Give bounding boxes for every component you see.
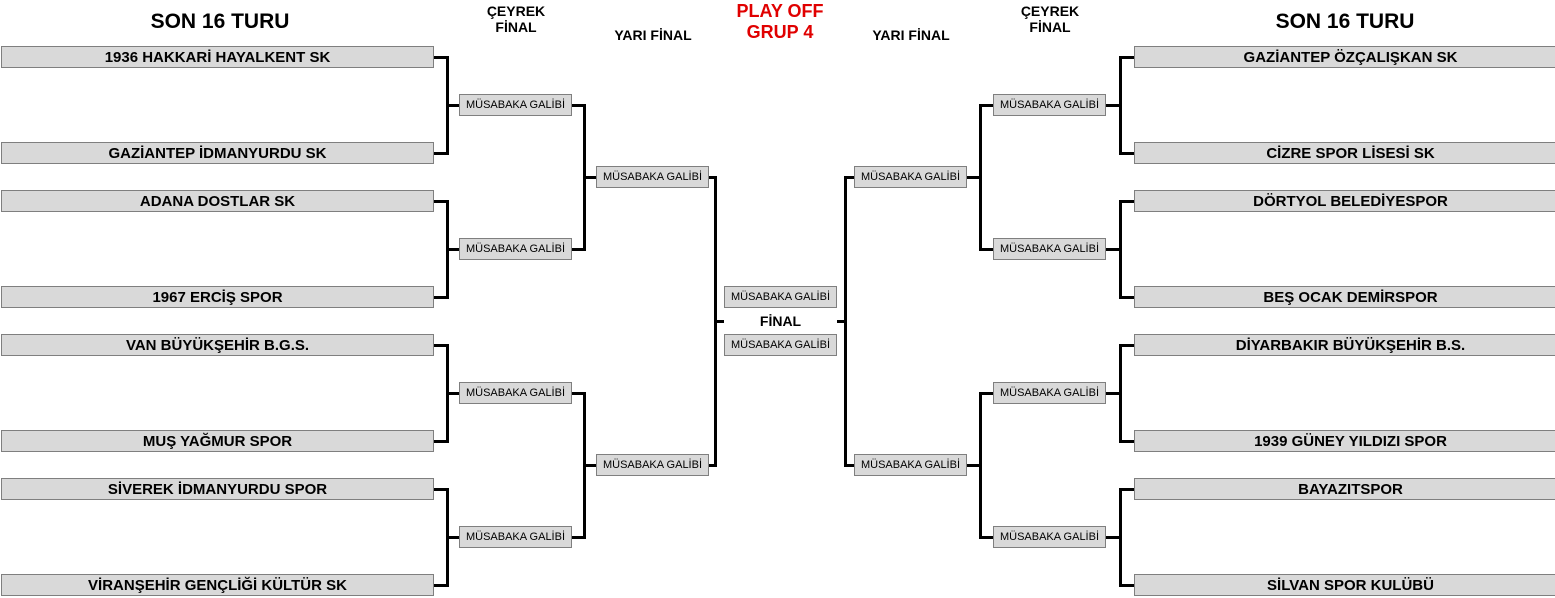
connector-line	[446, 392, 459, 395]
left-sf-winner-2: MÜSABAKA GALİBİ	[596, 454, 709, 476]
right-team-1: GAZİANTEP ÖZÇALIŞKAN SK	[1134, 46, 1555, 68]
right-qf-winner-2: MÜSABAKA GALİBİ	[993, 238, 1106, 260]
connector-line	[837, 320, 845, 323]
right-round-of-16-header: SON 16 TURU	[1275, 10, 1415, 33]
right-team-7: BAYAZITSPOR	[1134, 478, 1555, 500]
final-winner-left: MÜSABAKA GALİBİ	[724, 286, 837, 308]
connector-line	[1121, 440, 1134, 443]
right-qf-winner-4: MÜSABAKA GALİBİ	[993, 526, 1106, 548]
connector-line	[1119, 200, 1122, 299]
connector-line	[1106, 104, 1120, 107]
left-sf-winner-1: MÜSABAKA GALİBİ	[596, 166, 709, 188]
connector-line	[434, 200, 448, 203]
connector-line	[1121, 488, 1134, 491]
connector-line	[434, 440, 448, 443]
connector-line	[434, 344, 448, 347]
right-sf-winner-2: MÜSABAKA GALİBİ	[854, 454, 967, 476]
connector-line	[1121, 200, 1134, 203]
connector-line	[1106, 248, 1120, 251]
right-team-8: SİLVAN SPOR KULÜBÜ	[1134, 574, 1555, 596]
connector-line	[1119, 56, 1122, 155]
left-quarterfinal-header: ÇEYREK FİNAL	[466, 3, 566, 35]
connector-line	[709, 176, 716, 179]
left-qf-winner-1: MÜSABAKA GALİBİ	[459, 94, 572, 116]
connector-line	[572, 536, 585, 539]
final-winner-right: MÜSABAKA GALİBİ	[724, 334, 837, 356]
right-qf-winner-3: MÜSABAKA GALİBİ	[993, 382, 1106, 404]
left-semifinal-header: YARI FİNAL	[614, 27, 692, 43]
connector-line	[1121, 584, 1134, 587]
left-team-2: GAZİANTEP İDMANYURDU SK	[1, 142, 434, 164]
bracket-title: PLAY OFF GRUP 4	[720, 1, 840, 42]
title-line2: GRUP 4	[746, 21, 814, 42]
connector-line	[981, 392, 993, 395]
right-qf-line2: FİNAL	[1029, 19, 1071, 36]
connector-line	[434, 296, 448, 299]
left-round-of-16-header: SON 16 TURU	[150, 10, 290, 33]
right-semifinal-header: YARI FİNAL	[872, 27, 950, 43]
left-qf-winner-2: MÜSABAKA GALİBİ	[459, 238, 572, 260]
connector-line	[572, 104, 585, 107]
connector-line	[434, 56, 448, 59]
connector-line	[846, 464, 854, 467]
right-quarterfinal-header: ÇEYREK FİNAL	[1000, 3, 1100, 35]
connector-line	[967, 464, 980, 467]
connector-line	[1121, 296, 1134, 299]
right-sf-winner-1: MÜSABAKA GALİBİ	[854, 166, 967, 188]
connector-line	[446, 536, 459, 539]
connector-line	[583, 176, 596, 179]
right-team-3: DÖRTYOL BELEDİYESPOR	[1134, 190, 1555, 212]
final-label: FİNAL	[759, 313, 802, 329]
left-qf-line2: FİNAL	[495, 19, 537, 36]
connector-line	[967, 176, 980, 179]
connector-line	[709, 464, 716, 467]
left-qf-winner-3: MÜSABAKA GALİBİ	[459, 382, 572, 404]
right-team-4: BEŞ OCAK DEMİRSPOR	[1134, 286, 1555, 308]
connector-line	[714, 320, 724, 323]
left-team-8: VİRANŞEHİR GENÇLİĞİ KÜLTÜR SK	[1, 574, 434, 596]
connector-line	[981, 536, 993, 539]
right-team-6: 1939 GÜNEY YILDIZI SPOR	[1134, 430, 1555, 452]
left-team-7: SİVEREK İDMANYURDU SPOR	[1, 478, 434, 500]
title-line1: PLAY OFF	[736, 1, 824, 21]
connector-line	[844, 176, 847, 467]
connector-line	[979, 104, 982, 251]
connector-line	[434, 488, 448, 491]
connector-line	[1121, 56, 1134, 59]
connector-line	[434, 584, 448, 587]
left-team-6: MUŞ YAĞMUR SPOR	[1, 430, 434, 452]
left-team-4: 1967 ERCİŞ SPOR	[1, 286, 434, 308]
connector-line	[434, 152, 448, 155]
left-team-5: VAN BÜYÜKŞEHİR B.G.S.	[1, 334, 434, 356]
connector-line	[446, 248, 459, 251]
connector-line	[1119, 488, 1122, 587]
left-team-1: 1936 HAKKARİ HAYALKENT SK	[1, 46, 434, 68]
connector-line	[981, 248, 993, 251]
connector-line	[1106, 536, 1120, 539]
right-qf-line1: ÇEYREK	[1020, 3, 1080, 19]
left-team-3: ADANA DOSTLAR SK	[1, 190, 434, 212]
connector-line	[1106, 392, 1120, 395]
left-qf-line1: ÇEYREK	[486, 3, 546, 19]
connector-line	[446, 104, 459, 107]
right-team-2: CİZRE SPOR LİSESİ SK	[1134, 142, 1555, 164]
right-team-5: DİYARBAKIR BÜYÜKŞEHİR B.S.	[1134, 334, 1555, 356]
connector-line	[981, 104, 993, 107]
left-qf-winner-4: MÜSABAKA GALİBİ	[459, 526, 572, 548]
connector-line	[846, 176, 854, 179]
connector-line	[572, 392, 585, 395]
right-qf-winner-1: MÜSABAKA GALİBİ	[993, 94, 1106, 116]
connector-line	[583, 464, 596, 467]
connector-line	[1119, 344, 1122, 443]
connector-line	[1121, 344, 1134, 347]
connector-line	[1121, 152, 1134, 155]
connector-line	[979, 392, 982, 539]
connector-line	[572, 248, 585, 251]
